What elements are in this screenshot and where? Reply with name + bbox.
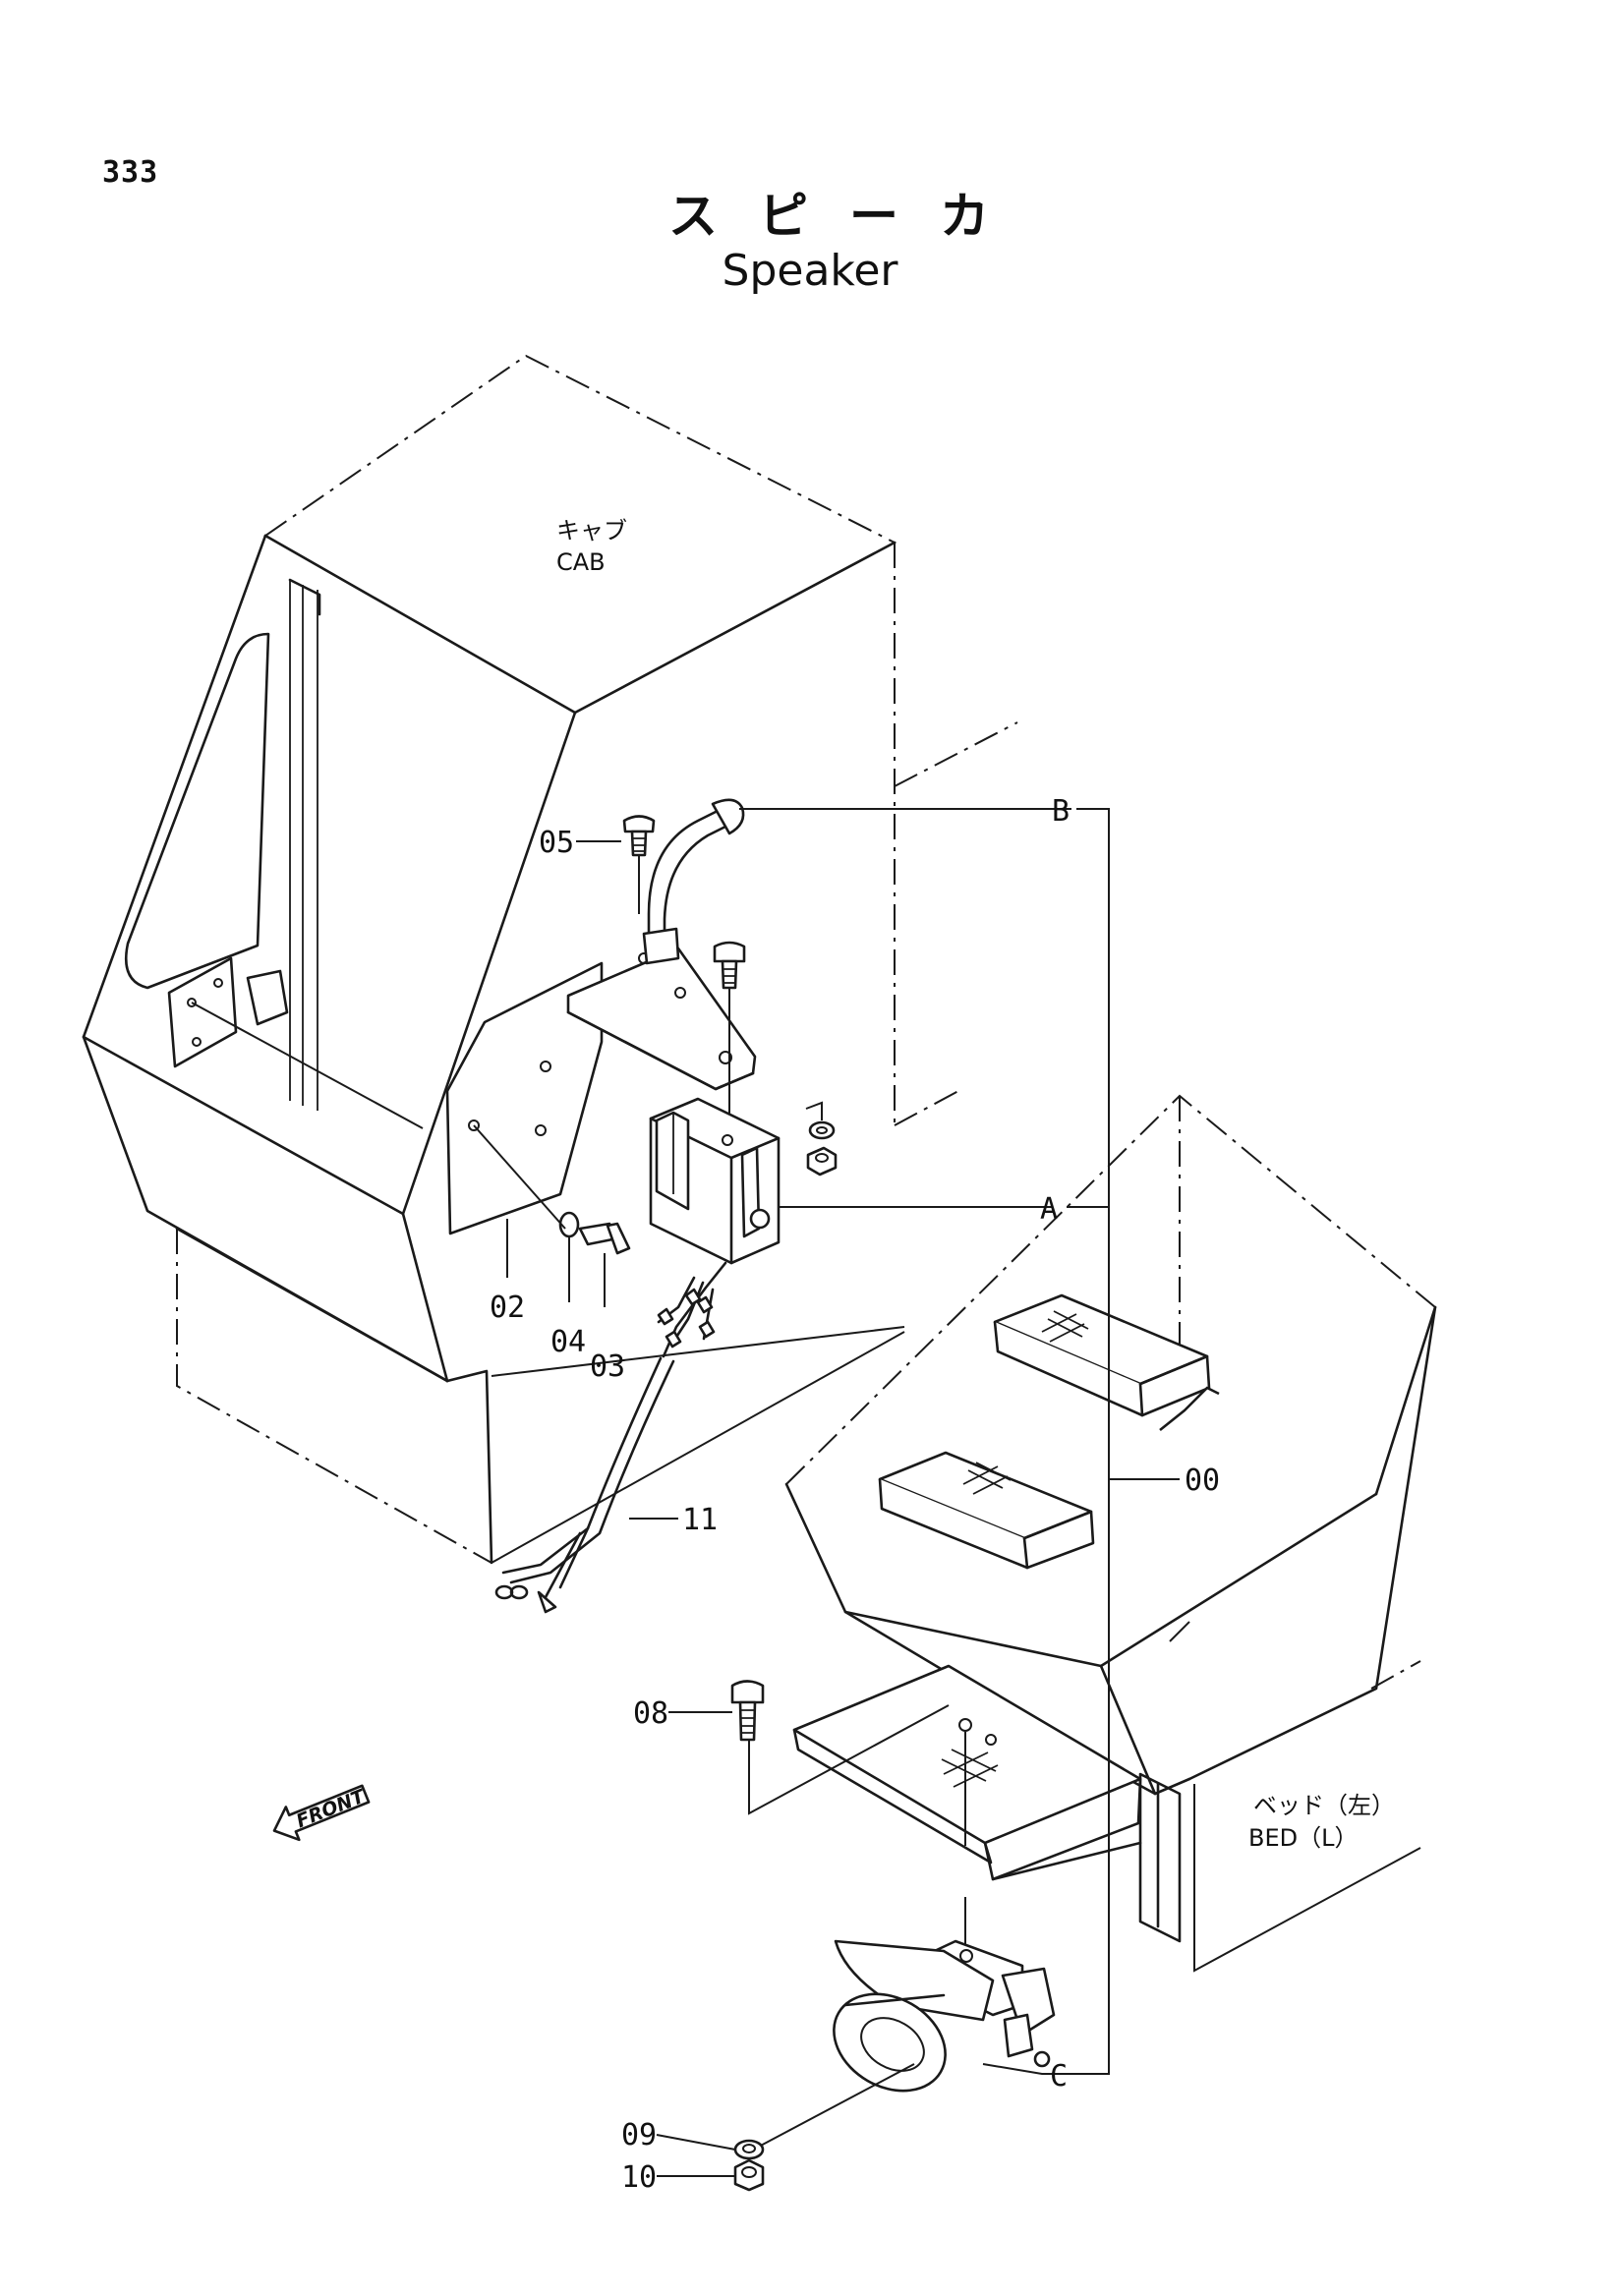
washer-nut-amp [805,1101,838,1177]
front-arrow-label: FRONT [293,1785,369,1832]
front-direction-arrow: FRONT [272,1784,371,1842]
bolt-05 [622,815,656,914]
connection-cable-00 [1067,808,1110,2075]
nut-10 [733,2158,765,2192]
amplifier-unit [649,1097,1052,1265]
callout-02: 02 [490,1291,525,1325]
bolt-08 [730,1680,765,1742]
bracket-plate-02 [445,961,604,1235]
bolt-03 [578,1222,631,1307]
callout-10: 10 [621,2160,657,2195]
washer-04 [558,1211,580,1302]
page-title-japanese: スピーカ [668,188,1030,245]
callout-11: 11 [682,1503,718,1537]
bed-label-jp: ベッド（左） [1253,1792,1395,1819]
callout-08: 08 [633,1696,668,1731]
microphone-gooseneck [642,798,1071,965]
horn-speaker [756,1939,1101,2149]
callout-05: 05 [539,826,574,860]
callout-03: 03 [590,1349,625,1384]
bed-body [748,1094,1437,1973]
cab-label-jp: キャブ [556,517,627,545]
bolt-upper-right [713,941,746,1130]
bed-label-en: BED（L） [1248,1824,1358,1852]
callout-04: 04 [550,1325,586,1359]
callout-09: 09 [621,2118,657,2152]
microphone-bracket [566,947,757,1091]
wire-harness-11 [494,1261,727,1614]
page-number: 333 [102,155,159,190]
reference-b: B [1052,794,1070,829]
cab-body [82,354,1018,1565]
callout-00: 00 [1185,1464,1220,1498]
washer-09 [733,2139,765,2160]
page-title-english: Speaker [722,246,898,296]
cab-label-en: CAB [556,548,606,576]
reference-a: A [1040,1192,1058,1227]
reference-c: C [1050,2059,1068,2094]
